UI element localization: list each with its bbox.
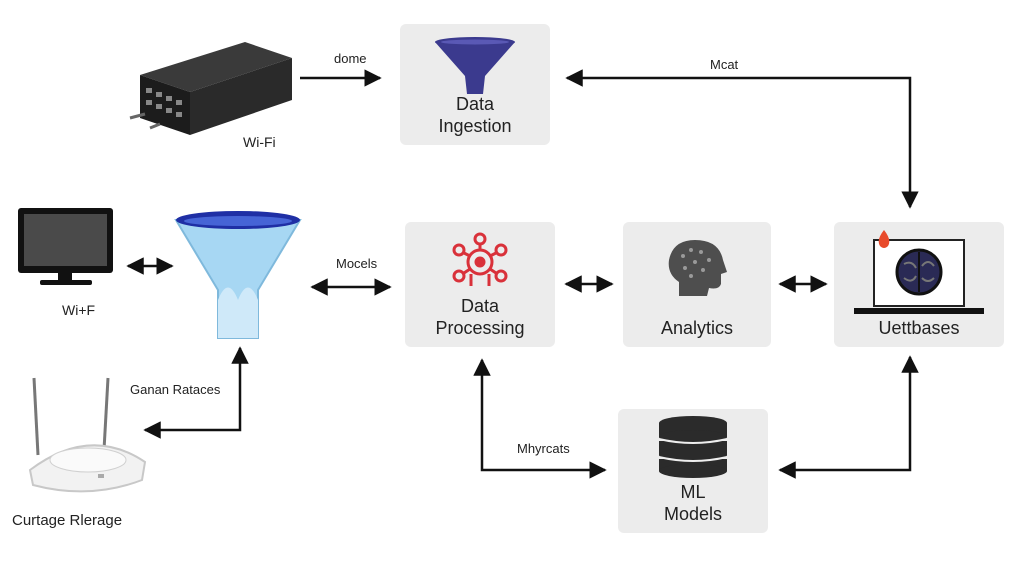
ml-models-node: ML Models: [618, 409, 768, 533]
wireless-router-icon: [28, 377, 147, 493]
funnel-icon: [435, 37, 515, 94]
data-processing-node: Data Processing: [405, 222, 555, 347]
dashboard-node: Uettbases: [834, 222, 1004, 347]
data-ingestion-node: Data Ingestion: [400, 24, 550, 145]
processing-gear-icon: [452, 232, 508, 286]
edge-label-dashboard-ingestion: Mcat: [710, 57, 739, 72]
router-label: Curtage Rlerage: [12, 512, 123, 529]
monitor-label: Wi+F: [62, 302, 96, 318]
monitor-icon: [18, 208, 113, 285]
arrow-ml-dashboard: [778, 355, 919, 479]
laptop-brain-icon: [854, 230, 984, 314]
network-switch-icon: [129, 42, 292, 135]
database-icon: [658, 416, 728, 478]
data-ingestion-label: Data Ingestion: [438, 94, 512, 136]
arrow-processing-ml: [473, 358, 607, 479]
dashboard-label: Uettbases: [878, 318, 960, 338]
ml-models-label: ML Models: [663, 482, 723, 524]
edge-label-funnel-processing: Mocels: [336, 256, 378, 271]
edge-label-processing-ml: Mhyrcats: [517, 441, 570, 456]
data-processing-label: Data Processing: [435, 296, 525, 338]
edge-label-switch-ingestion: dome: [334, 51, 367, 66]
analytics-node: Analytics: [623, 222, 771, 347]
edge-label-router-funnel: Ganan Rataces: [130, 382, 221, 397]
data-funnel-icon: [174, 211, 302, 339]
arrow-dashboard-to-ingestion: [565, 69, 919, 209]
arrow-router-funnel: [143, 346, 249, 439]
brain-head-icon: [668, 240, 727, 296]
analytics-label: Analytics: [660, 318, 734, 338]
switch-label: Wi-Fi: [243, 134, 276, 150]
